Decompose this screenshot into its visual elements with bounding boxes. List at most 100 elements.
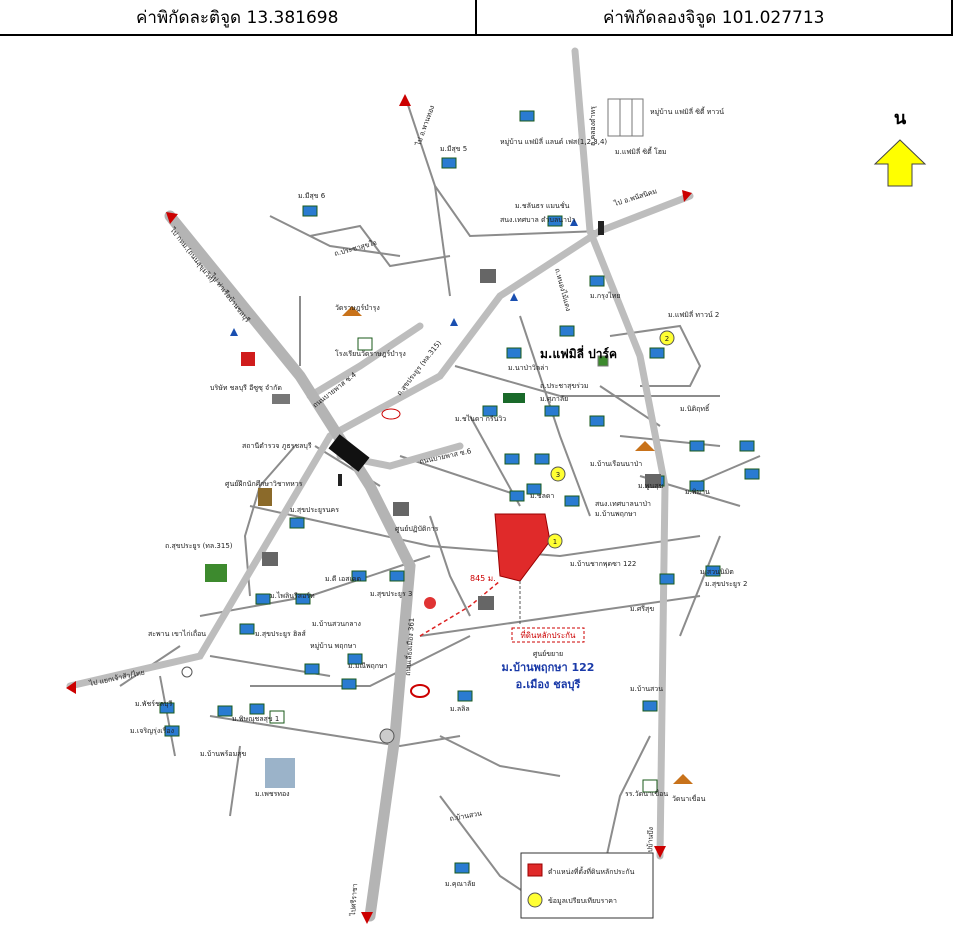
road-label-ban-suan-left: ไป แยกเจ้าสัว/ไทย: [88, 667, 146, 688]
temple-icon: [635, 441, 655, 451]
house-icon: [457, 690, 473, 702]
house-icon: [304, 663, 320, 675]
road-label-ban-suan: ถ.บ้านสวน: [449, 809, 483, 823]
interchange-icon: [328, 434, 370, 472]
place-label: ม.พิมาน: [685, 488, 710, 496]
house-icon: [689, 480, 705, 492]
north-label: น: [894, 108, 907, 129]
gas-station-icon: [230, 328, 238, 336]
place-label: ม.พัชร์ชลบุรี: [135, 700, 172, 708]
house-icon: [547, 215, 563, 227]
house-icon: [249, 703, 265, 715]
place-label: ศูนย์ปฏิบัติการ: [395, 525, 439, 533]
road-label-wat-klang: ถ.ประชาสุขใจ: [333, 238, 378, 258]
house-icon: [504, 453, 520, 465]
comparable-marker-3: 3: [550, 466, 566, 482]
place-label: ม.กรุงไทย: [590, 291, 621, 300]
place-label: หมู่บ้าน แฟมิลี่ แลนด์ เฟส(1,2,3,4): [500, 137, 607, 146]
place-label: ม.บ้านพฤกษา: [595, 510, 637, 518]
comparable-2-label: 2: [665, 335, 669, 343]
gas-station-icon: [510, 293, 518, 301]
legend-comparable-swatch: [527, 892, 543, 908]
house-icon: [559, 325, 575, 337]
place-label: ม.ชลดา: [530, 492, 554, 500]
comparable-1-label: 1: [553, 538, 557, 546]
comparable-marker-1: 1: [547, 533, 563, 549]
place-label: ม.สุขประยูร ฮิลส์: [255, 630, 307, 638]
arrow-n-icon: [399, 94, 411, 106]
house-icon: [302, 205, 318, 217]
office-building-icon: [645, 474, 661, 488]
place-label: สะพาน เขาไก่เถื่อน: [148, 629, 206, 638]
legend-subject-label: ตำแหน่งที่ตั้งที่ดินหลักประกัน: [548, 865, 635, 876]
house-icon: [159, 702, 175, 714]
place-labels: หมู่บ้าน แฟมิลี่ ซิตี้ ทาวน์ หมู่บ้าน แฟ…: [130, 105, 747, 888]
longitude-label: ค่าพิกัดลองจิจูด 101.027713: [477, 0, 953, 34]
house-icon: [659, 573, 675, 585]
esso-logo-icon: [381, 408, 401, 420]
legend: ตำแหน่งที่ตั้งที่ดินหลักประกัน ข้อมูลเปร…: [520, 852, 654, 919]
place-label-family-park: ม.แฟมิลี่ ปาร์ค: [540, 345, 617, 361]
house-icon: [739, 440, 755, 452]
sukhumvit-highway: [164, 210, 416, 922]
road-label-nong-mai-daeng: ถ.หนองไม้แดง: [553, 267, 573, 312]
subject-line3: อ.เมือง ชลบุรี: [516, 678, 581, 692]
road-label-nong-khuang: ถ.ประชาสุขร่วม: [540, 382, 588, 390]
house-icon: [347, 653, 363, 665]
place-label: สนง.เทศบาลนาป่า: [595, 500, 651, 508]
military-camp-icon: [205, 564, 227, 582]
landmark-icons: [181, 218, 693, 793]
west-road: [66, 432, 334, 690]
place-label: ม.บ้านพร้อมสุข: [200, 750, 246, 758]
place-label: ม.สวนนิมิต: [700, 568, 734, 576]
coordinate-header: ค่าพิกัดละติจูด 13.381698 ค่าพิกัดลองจิจ…: [0, 0, 953, 36]
house-icon: [705, 565, 721, 577]
place-label: ม.พูนสุข: [638, 482, 664, 490]
temple-icon: [342, 306, 362, 316]
place-label: ม.ชลันธร แมนชั่น: [515, 201, 570, 210]
house-icon: [589, 415, 605, 427]
house-icon: [289, 517, 305, 529]
location-map: 1 2 3: [66, 47, 927, 924]
place-label: ม.แฟมิลี่ ซิตี้ โฮม: [615, 145, 667, 156]
arrow-s-icon: [361, 912, 373, 924]
factory-icon: [272, 394, 290, 404]
latitude-label: ค่าพิกัดละติจูด 13.381698: [0, 0, 477, 34]
subject-plot: [494, 513, 551, 582]
office-building-icon: [478, 596, 494, 610]
north-arrow: น: [873, 108, 927, 187]
distance-label: 845 ม.: [470, 574, 496, 583]
place-label: ม.บ้านเรือนนาป่า: [590, 460, 642, 468]
place-label: ม.นาป่าวิลล่า: [508, 364, 548, 372]
house-icon: [534, 453, 550, 465]
place-label: ม.คุณาลัย: [445, 880, 475, 888]
place-label: ม.ชไนดา กรีนวิว: [455, 414, 506, 423]
hospital-building-icon: [265, 758, 295, 788]
arrow-ne-icon: [682, 190, 692, 202]
house-icon: [255, 593, 271, 605]
minor-roads: [119, 95, 761, 917]
house-icon: [454, 862, 470, 874]
subject-annotation: ที่ดินหลักประกัน ศูนย์ขยาย ม.บ้านพฤกษา 1…: [502, 581, 594, 692]
sukprayoon-road: [326, 192, 694, 440]
traffic-light-icon: [338, 474, 342, 486]
place-label: ม.แฟมิลี่ ทาวน์ 2: [668, 310, 719, 319]
school-icon: [642, 779, 658, 793]
legend-subject-swatch: [527, 863, 543, 877]
place-label: ม.นิติฤทธิ์: [680, 403, 711, 413]
place-label: รร.วัดนาเขื่อน: [625, 789, 668, 798]
isuzu-logo-icon: [241, 352, 255, 366]
subject-line1: ศูนย์ขยาย: [533, 650, 563, 658]
house-icon: [509, 490, 525, 502]
legend-comparable-label: ข้อมูลเปรียบเทียบราคา: [548, 897, 617, 905]
place-label: บริษัท ชลบุรี อีซูซุ จำกัด: [210, 384, 282, 392]
house-icon: [482, 405, 498, 417]
house-icon: [744, 468, 760, 480]
road-label-sukhumvit-n2: ไป ท่าเรือบ้านชลบุรี: [208, 271, 252, 324]
house-icon: [649, 347, 665, 359]
place-label: ม.บ้านชากพุดซา 122: [570, 560, 636, 568]
gas-station-icon: [570, 218, 578, 226]
road-arrows: [66, 94, 692, 924]
house-icon: [351, 570, 367, 582]
place-label: ม.ศรีสุข: [630, 605, 654, 613]
